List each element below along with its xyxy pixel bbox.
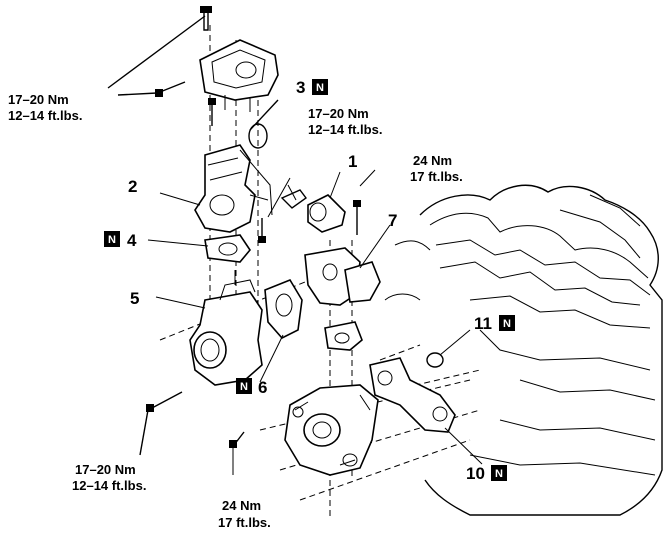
part-number-2: 2 (128, 177, 137, 196)
engine-block-outline (384, 184, 663, 516)
water-pump (284, 384, 379, 476)
part-number-11: 11 (474, 314, 492, 333)
housing-part-7 (304, 247, 381, 306)
torque-lower-mid-metric: 24 Nm (222, 498, 261, 513)
badge-text-3: N (316, 82, 324, 94)
torque-mid-metric: 17–20 Nm (308, 106, 369, 121)
thermostat-part-1 (280, 184, 346, 233)
gasket-lower-mid (324, 321, 363, 351)
part-number-4: 4 (127, 231, 137, 250)
new-part-badge-11: N (499, 315, 515, 331)
bolt-housing-left (155, 81, 186, 97)
water-inlet-part-5 (189, 270, 263, 386)
bolt-lower-mid (229, 431, 245, 448)
torque-label-upper-right: 24 Nm 17 ft.lbs. (410, 153, 463, 184)
badge-text-11: N (503, 318, 511, 330)
thermostat-housing-part-2 (194, 144, 273, 233)
torque-label-lower-left: 17–20 Nm 12–14 ft.lbs. (72, 462, 146, 493)
gasket-6 (264, 279, 303, 339)
new-part-badge-6: N (236, 378, 252, 394)
bolt-mid (258, 218, 266, 243)
pump-gasket-10 (369, 357, 456, 433)
torque-top-metric: 17–20 Nm (8, 92, 69, 107)
new-part-badge-4: N (104, 231, 120, 247)
torque-upper-right-imperial: 17 ft.lbs. (410, 169, 463, 184)
part-number-7: 7 (388, 211, 397, 230)
badge-text-4: N (108, 234, 116, 246)
part-number-10: 10 (466, 464, 485, 483)
part-number-1: 1 (348, 152, 357, 171)
torque-top-imperial: 12–14 ft.lbs. (8, 108, 82, 123)
torque-label-lower-mid: 24 Nm 17 ft.lbs. (218, 498, 271, 530)
bolt-top (200, 6, 212, 31)
o-ring-11 (426, 352, 444, 368)
part-number-3: 3 (296, 78, 305, 97)
leader-lines (107, 15, 483, 475)
thermostat-housing-top (199, 39, 279, 112)
torque-label-mid: 17–20 Nm 12–14 ft.lbs. (308, 106, 382, 137)
torque-lower-left-imperial: 12–14 ft.lbs. (72, 478, 146, 493)
new-part-badge-10: N (491, 465, 507, 481)
part-number-5: 5 (130, 289, 139, 308)
torque-lower-left-metric: 17–20 Nm (75, 462, 136, 477)
torque-label-top: 17–20 Nm 12–14 ft.lbs. (8, 92, 82, 123)
torque-lower-mid-imperial: 17 ft.lbs. (218, 515, 271, 530)
bolt-lower-left (146, 391, 183, 412)
bolt-upper-right (353, 200, 361, 235)
new-part-badge-3: N (312, 79, 328, 95)
torque-mid-imperial: 12–14 ft.lbs. (308, 122, 382, 137)
badge-text-10: N (495, 468, 503, 480)
torque-upper-right-metric: 24 Nm (413, 153, 452, 168)
o-ring-3 (248, 123, 268, 149)
badge-text-6: N (240, 381, 248, 393)
part-number-6: 6 (258, 378, 267, 397)
gasket-4 (204, 234, 251, 263)
bolt-housing-lower (208, 98, 216, 126)
